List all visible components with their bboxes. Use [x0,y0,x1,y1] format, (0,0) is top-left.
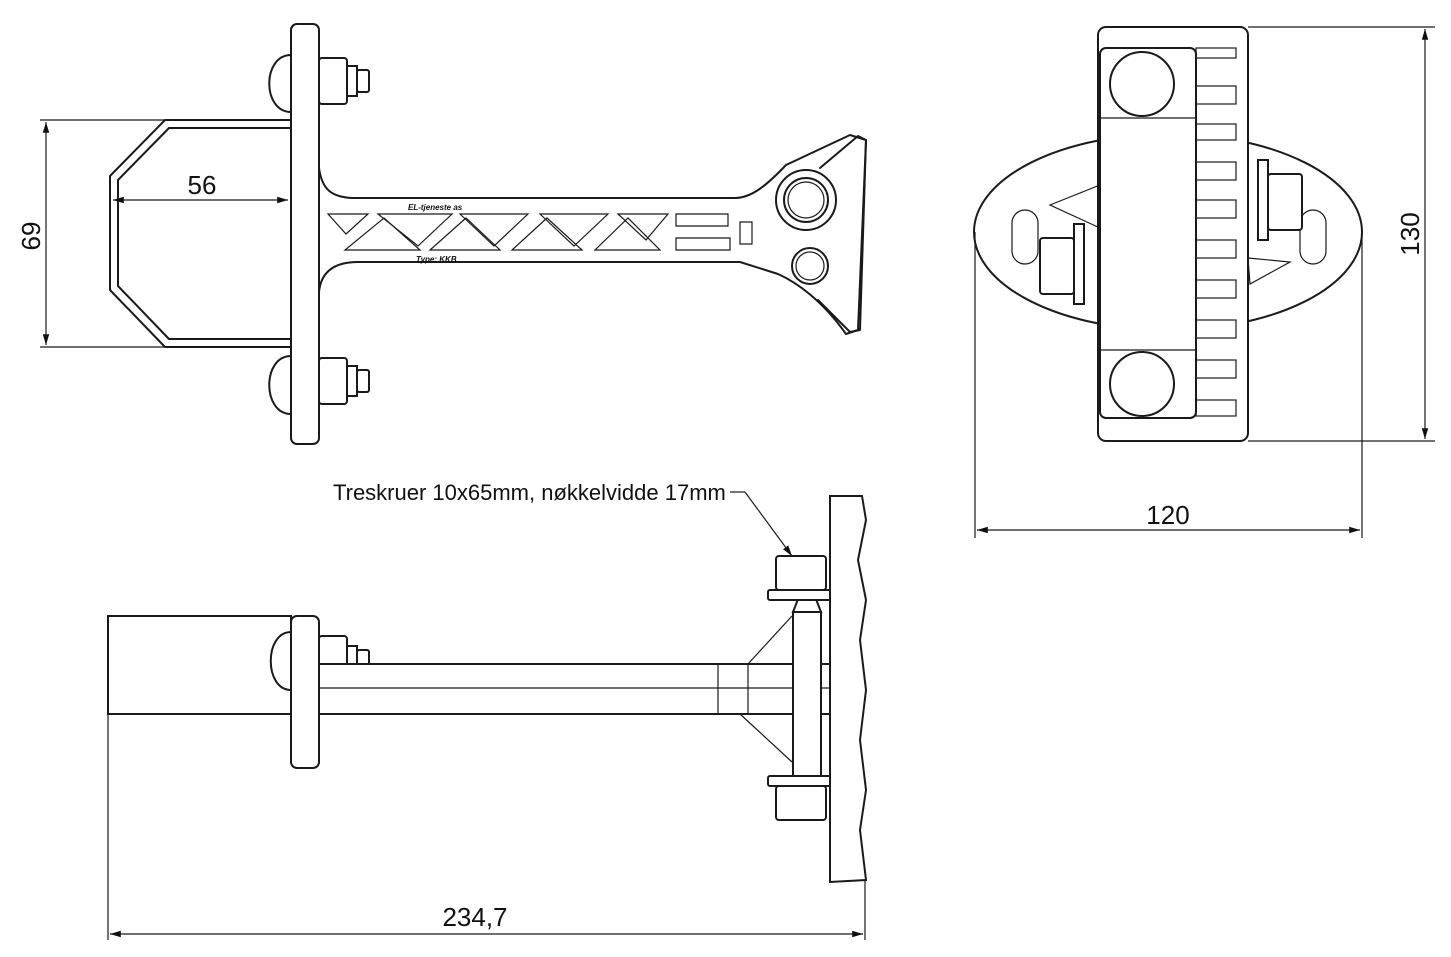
dim-234: 234,7 [442,902,507,932]
bolt-head-lower [268,354,292,416]
nut-lower [318,357,348,405]
mount-plate [290,23,320,445]
bolt-head-top [1109,51,1175,117]
top-view: EL-tjeneste as Type: KKB 69 56 [16,23,867,445]
type-marking: Type: KKB [416,255,457,264]
side-plate [290,615,320,769]
bolt-head-bottom [1109,351,1175,417]
clamp-bracket [109,119,291,348]
screw-right [1267,173,1303,231]
nut-upper [318,57,348,105]
screw-left [1039,237,1075,295]
pole-block [107,615,292,715]
dim-69: 69 [16,222,46,251]
note-leader [744,491,793,557]
side-arm [318,663,850,715]
side-view: Treskruer 10x65mm, nøkkelvidde 17mm 234,… [107,480,868,940]
support-arm [318,134,867,335]
dim-130: 130 [1395,212,1425,255]
round-nut [791,247,829,285]
bolt-head-upper [268,53,292,114]
dim-120: 120 [1146,500,1189,530]
end-view: 130 120 [973,26,1435,538]
end-plate-profile [829,495,868,884]
dim-56: 56 [188,170,217,200]
clamp-block [1099,47,1197,419]
screw-note: Treskruer 10x65mm, nøkkelvidde 17mm [333,480,726,505]
maker-marking: EL-tjeneste as [408,203,463,212]
